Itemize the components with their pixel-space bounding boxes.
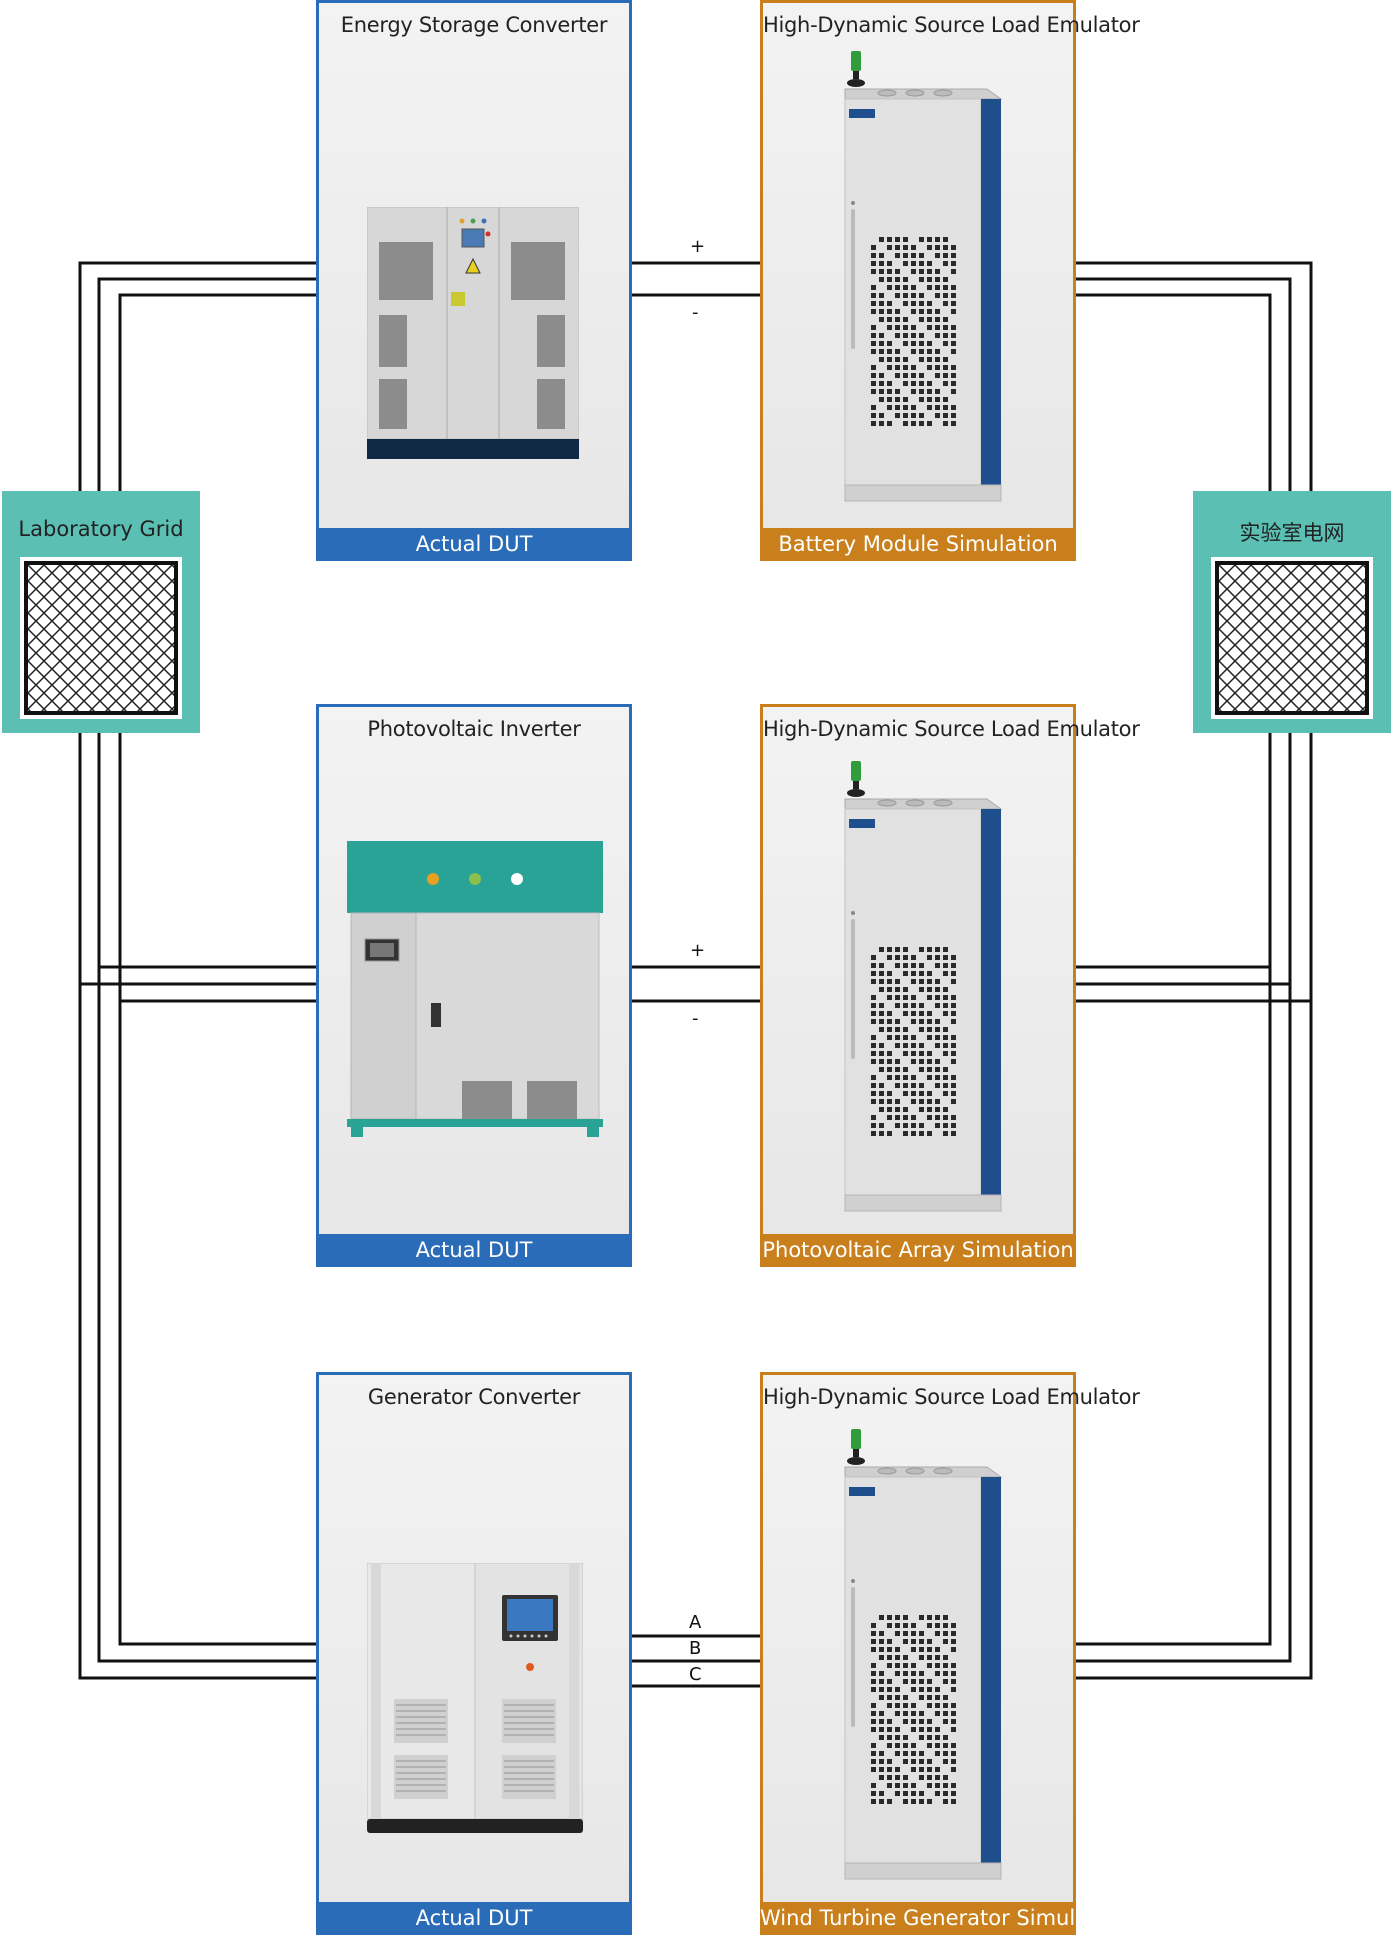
grid-box-left: Laboratory Grid bbox=[2, 491, 200, 733]
wire-label-plus: + bbox=[690, 236, 706, 257]
wire-label-c: C bbox=[689, 1664, 702, 1685]
dut-panel-photovoltaic-inverter: Photovoltaic Inverter Actual DUT bbox=[316, 704, 632, 1267]
grid-mesh-icon bbox=[1211, 557, 1373, 719]
energy-storage-cabinet-icon bbox=[367, 207, 579, 459]
grid-box-right: 实验室电网 bbox=[1193, 491, 1391, 733]
emulator-footer: Wind Turbine Generator Simulation bbox=[760, 1902, 1128, 1935]
grid-label-right: 实验室电网 bbox=[1239, 521, 1345, 545]
emulator-panel-battery: High-Dynamic Source Load Emulator Batter… bbox=[760, 0, 1140, 561]
wire-label-a: A bbox=[689, 1612, 702, 1633]
dut-panel-energy-storage: Energy Storage Converter Actual DUT bbox=[316, 0, 632, 561]
emulator-cabinet-icon bbox=[844, 51, 1003, 502]
left-bus-line-2 bbox=[97, 277, 318, 1663]
wire-label-b: B bbox=[689, 1638, 702, 1659]
right-bus-branch-row2 bbox=[1073, 965, 1311, 1003]
generator-converter-cabinet-icon bbox=[367, 1563, 583, 1833]
right-bus-line-2 bbox=[1073, 277, 1292, 1663]
left-bus-line-1 bbox=[78, 261, 318, 1680]
dut-title: Photovoltaic Inverter bbox=[367, 717, 581, 741]
dut-title: Energy Storage Converter bbox=[340, 13, 608, 37]
wire-label-plus: + bbox=[690, 940, 706, 961]
right-bus-line-1 bbox=[1073, 261, 1313, 1680]
wire-label-minus: - bbox=[692, 1008, 699, 1029]
emulator-title: High-Dynamic Source Load Emulator bbox=[763, 717, 1140, 741]
wire-label-minus: - bbox=[692, 302, 699, 323]
dut-title: Generator Converter bbox=[367, 1385, 581, 1409]
grid-label-left: Laboratory Grid bbox=[18, 517, 184, 541]
emulator-cabinet-icon bbox=[844, 1429, 1003, 1880]
grid-mesh-icon bbox=[20, 557, 182, 719]
emulator-title: High-Dynamic Source Load Emulator bbox=[763, 13, 1140, 37]
left-bus-branch-row2 bbox=[80, 965, 318, 1003]
emulator-cabinet-icon bbox=[844, 761, 1003, 1212]
dut-footer: Actual DUT bbox=[316, 528, 632, 561]
dut-footer: Actual DUT bbox=[316, 1902, 632, 1935]
pv-inverter-cabinet-icon bbox=[347, 841, 603, 1137]
emulator-footer: Photovoltaic Array Simulation bbox=[760, 1234, 1076, 1267]
emulator-panel-wind-turbine: High-Dynamic Source Load Emulator Wind T… bbox=[760, 1372, 1140, 1935]
emulator-panel-pv-array: High-Dynamic Source Load Emulator Photov… bbox=[760, 704, 1140, 1267]
dut-footer: Actual DUT bbox=[316, 1234, 632, 1267]
left-bus-line-3 bbox=[118, 293, 318, 1646]
emulator-title: High-Dynamic Source Load Emulator bbox=[763, 1385, 1140, 1409]
right-bus-line-3 bbox=[1073, 293, 1272, 1646]
emulator-footer: Battery Module Simulation bbox=[760, 528, 1076, 561]
dut-panel-generator-converter: Generator Converter bbox=[316, 1372, 632, 1935]
